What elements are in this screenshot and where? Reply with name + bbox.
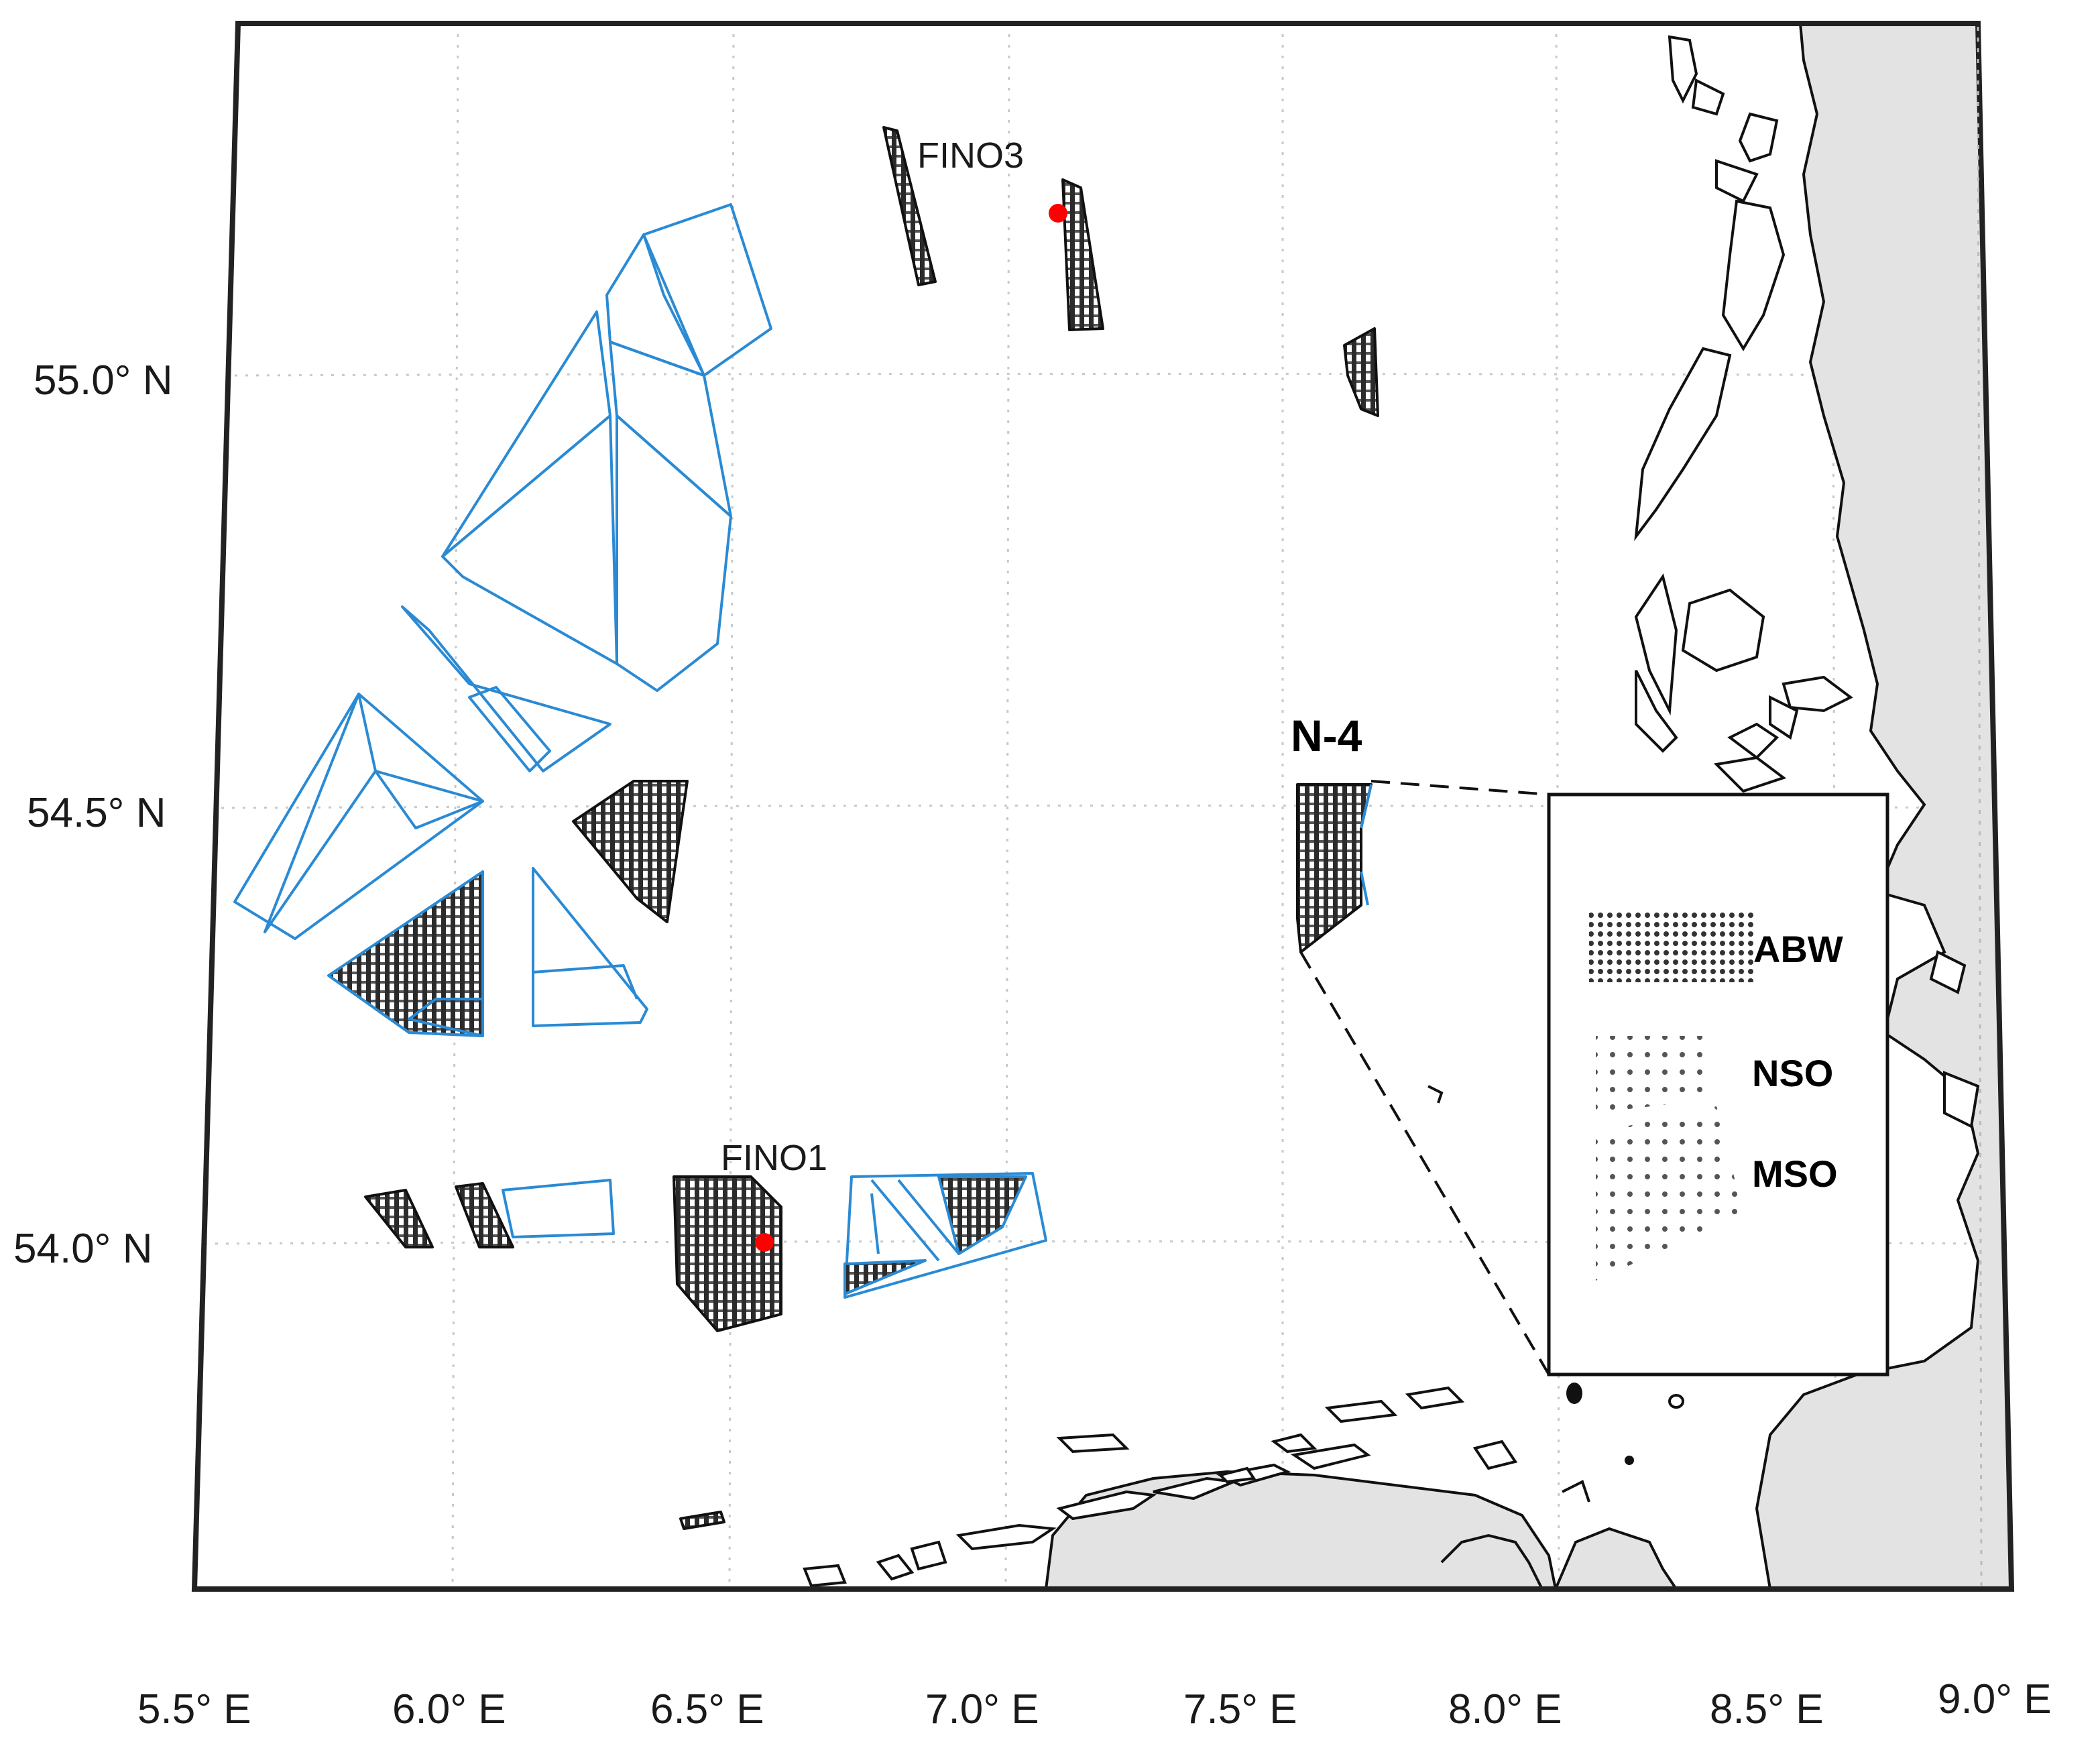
wind-farm-sw2 bbox=[455, 1182, 514, 1248]
coastline-south bbox=[1044, 1470, 1558, 1589]
legend-swatch-nso bbox=[1596, 1036, 1710, 1113]
wind-farm-s1 bbox=[679, 1511, 725, 1530]
x-tick-label: 6.5° E bbox=[650, 1686, 764, 1733]
legend-swatch-abw bbox=[1589, 909, 1753, 982]
y-tick-label: 54.5° N bbox=[27, 790, 166, 836]
planned-area-n4 bbox=[441, 310, 611, 558]
x-axis-labels: 5.5° E 6.0° E 6.5° E 7.0° E 7.5° E 8.0° … bbox=[137, 1676, 2052, 1733]
planned-area-n2 bbox=[605, 233, 705, 377]
planned-area-n8 bbox=[468, 686, 551, 772]
area-label-n4: N-4 bbox=[1291, 711, 1362, 760]
planned-area-n6 bbox=[616, 414, 732, 692]
wind-farm-e3 bbox=[843, 1259, 927, 1295]
station-label-fino1: FINO1 bbox=[721, 1138, 827, 1178]
coastline-east bbox=[1755, 23, 2011, 1589]
legend-label-mso: MSO bbox=[1752, 1153, 1838, 1195]
wind-farm-dantysk bbox=[882, 126, 937, 286]
y-tick-label: 55.0° N bbox=[34, 357, 172, 404]
planned-area-n5 bbox=[441, 414, 618, 665]
legend-label-abw: ABW bbox=[1753, 928, 1843, 970]
wind-farm-butendiek bbox=[1343, 327, 1379, 417]
x-tick-label: 7.0° E bbox=[925, 1686, 1039, 1733]
stations: FINO3 FINO1 bbox=[721, 135, 1067, 1252]
wind-farm-n4-cluster bbox=[1296, 783, 1373, 953]
legend-swatch-mso bbox=[1596, 1106, 1743, 1281]
wind-farm-sandbank bbox=[1061, 178, 1104, 331]
map-frame bbox=[191, 21, 2015, 1592]
planned-area-e1 bbox=[843, 1172, 1047, 1299]
existing-wind-farms bbox=[327, 126, 1379, 1530]
y-axis-labels: 55.0° N 54.5° N 54.0° N bbox=[13, 357, 172, 1272]
planned-area-sw3 bbox=[502, 1179, 615, 1238]
leader-line-bottom bbox=[1299, 951, 1550, 1376]
legend-inset: ABW NSO MSO bbox=[1547, 793, 1889, 1377]
x-tick-label: 9.0° E bbox=[1938, 1676, 2052, 1722]
wind-farm-e2 bbox=[937, 1175, 1027, 1255]
x-tick-label: 8.0° E bbox=[1448, 1686, 1562, 1733]
planned-area-n1 bbox=[642, 203, 772, 377]
planned-wind-farms bbox=[233, 203, 772, 1027]
planned-area-n7 bbox=[401, 605, 611, 772]
legend-label-nso: NSO bbox=[1752, 1052, 1833, 1094]
wind-farm-sw1 bbox=[364, 1189, 434, 1248]
station-marker-fino3[interactable] bbox=[1049, 204, 1067, 223]
wind-farm-c2 bbox=[572, 780, 689, 923]
planned-area-w1 bbox=[233, 693, 484, 940]
x-tick-label: 5.5° E bbox=[137, 1686, 251, 1733]
planned-area-w3 bbox=[374, 770, 484, 829]
planned-area-w2 bbox=[264, 693, 377, 933]
wind-farm-alpha-ventus bbox=[673, 1175, 782, 1332]
planned-area-c1 bbox=[532, 867, 648, 1027]
map-area: FINO3 FINO1 N-4 bbox=[204, 23, 2011, 1589]
x-tick-label: 6.0° E bbox=[392, 1686, 506, 1733]
y-tick-label: 54.0° N bbox=[13, 1226, 152, 1272]
landmass bbox=[1044, 23, 2011, 1589]
station-label-fino3: FINO3 bbox=[917, 135, 1024, 176]
leader-line-top bbox=[1370, 780, 1550, 796]
x-tick-label: 7.5° E bbox=[1183, 1686, 1297, 1733]
x-tick-label: 8.5° E bbox=[1710, 1686, 1824, 1733]
station-marker-fino1[interactable] bbox=[755, 1233, 774, 1252]
islands bbox=[803, 35, 1980, 1589]
